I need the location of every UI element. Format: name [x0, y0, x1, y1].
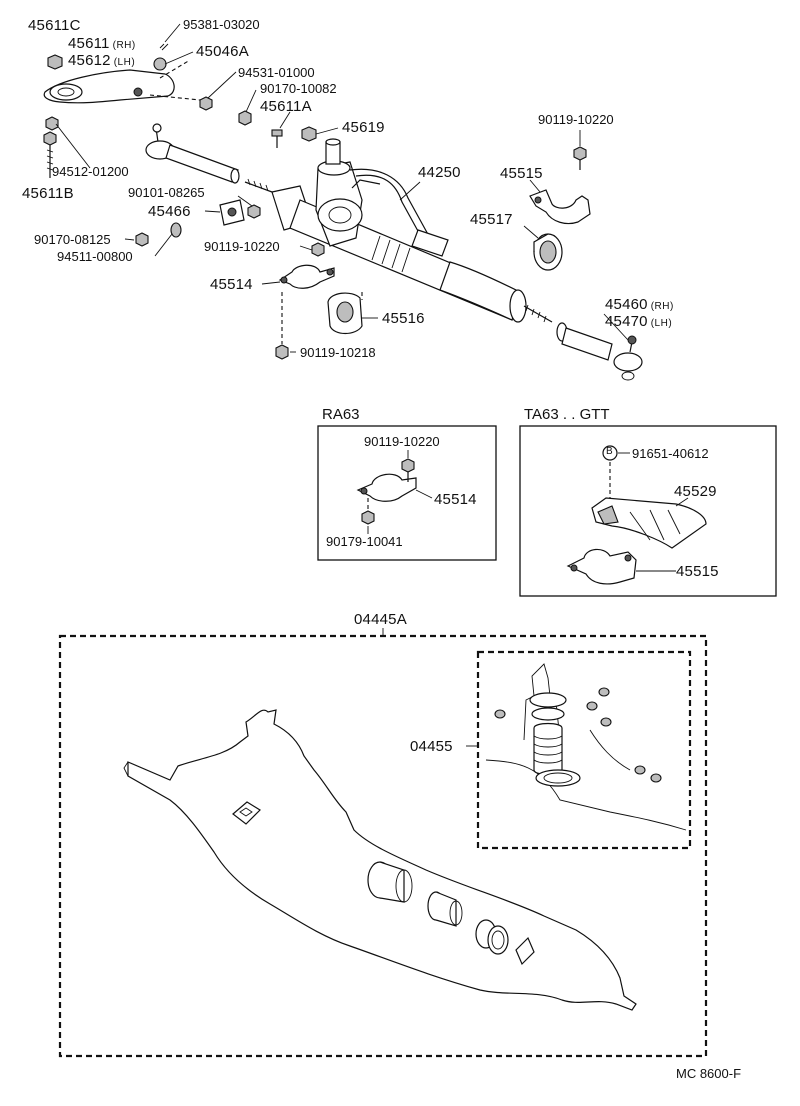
label-90119-top: 90119-10220 [538, 112, 614, 127]
label-45460: 45460(RH) [605, 297, 674, 312]
label-45612-suffix: (LH) [113, 57, 136, 68]
label-45470-suffix: (LH) [650, 318, 673, 329]
ra63-label-90119: 90119-10220 [364, 434, 440, 449]
label-45611-suffix: (RH) [112, 40, 136, 51]
bolt-90119-10218 [275, 292, 363, 360]
label-45514: 45514 [210, 276, 253, 293]
nut-90170-10082 [238, 110, 252, 126]
label-45046a: 45046A [196, 43, 249, 60]
washer-94511 [170, 222, 182, 238]
label-95381: 95381-03020 [183, 17, 260, 32]
label-45470-num: 45470 [605, 313, 648, 330]
label-45611-num: 45611 [68, 35, 110, 52]
kit-silhouette [123, 709, 637, 1011]
label-45517: 45517 [470, 211, 513, 228]
label-45611c: 45611C [28, 17, 81, 34]
valve-seal-kit [485, 663, 687, 831]
ra63-clamp [356, 450, 433, 534]
badge-circle [602, 445, 618, 461]
label-90119-mid: 90119-10220 [204, 239, 280, 254]
label-45612-num: 45612 [68, 52, 111, 69]
bolt-90119-top [573, 146, 587, 170]
nut-45611c [47, 54, 63, 70]
label-45460-num: 45460 [605, 296, 648, 313]
label-94531: 94531-01000 [238, 65, 315, 80]
bush-45517 [533, 233, 563, 271]
kit-04445a-box [58, 634, 708, 1058]
ta63-badge: B [606, 446, 613, 457]
label-90119-10218: 90119-10218 [300, 345, 376, 360]
label-45516: 45516 [382, 310, 425, 327]
ta63-label-45529: 45529 [674, 483, 717, 500]
ra63-label-90179: 90179-10041 [326, 534, 403, 549]
label-94511: 94511-00800 [57, 249, 133, 264]
kit-label-04445a: 04445A [354, 611, 407, 628]
label-45466: 45466 [148, 203, 191, 220]
ra63-label-45514: 45514 [434, 491, 477, 508]
label-45612: 45612(LH) [68, 53, 135, 68]
label-45619: 45619 [342, 119, 385, 136]
kit-04455-box [476, 650, 692, 850]
nut-45046a [153, 43, 169, 71]
ta63-title: TA63 . . GTT [524, 406, 610, 423]
ra63-box [317, 425, 497, 561]
label-90101: 90101-08265 [128, 185, 205, 200]
tie-rod-end-right [556, 322, 643, 381]
ta63-box [519, 425, 777, 597]
ta63-label-45515: 45515 [676, 563, 719, 580]
label-45611: 45611(RH) [68, 36, 136, 51]
footer-code: MC 8600-F [676, 1066, 742, 1081]
bolt-45611a [271, 129, 283, 148]
kit-label-04455: 04455 [410, 738, 453, 755]
label-45611b: 45611B [22, 185, 74, 202]
ta63-label-91651: 91651-40612 [632, 446, 709, 461]
clamp-45515 [529, 189, 591, 225]
label-45515: 45515 [500, 165, 543, 182]
clamp-45514 [278, 264, 335, 289]
nut-94512 [45, 116, 59, 131]
tie-rod-end-left [145, 123, 273, 193]
ta63-parts [566, 445, 707, 585]
damper-45466 [219, 199, 245, 226]
label-45611a: 45611A [260, 98, 312, 115]
bolt-90119-10220-mid [311, 242, 325, 257]
ra63-title: RA63 [322, 406, 360, 423]
label-44250: 44250 [418, 164, 461, 181]
bush-45516 [327, 292, 363, 335]
label-45470: 45470(LH) [605, 314, 672, 329]
label-94512: 94512-01200 [52, 164, 129, 179]
nut-94531 [199, 96, 213, 111]
nut-45619 [301, 126, 317, 142]
nut-90170-08125 [135, 232, 149, 247]
label-90170-10082: 90170-10082 [260, 81, 337, 96]
leader-lines [55, 23, 629, 353]
rack-housing [271, 138, 553, 323]
bolt-90101 [237, 195, 261, 219]
label-45460-suffix: (RH) [650, 301, 674, 312]
bolt-45611b [43, 131, 57, 178]
label-90170-08125: 90170-08125 [34, 232, 111, 247]
steering-bracket [43, 59, 201, 104]
